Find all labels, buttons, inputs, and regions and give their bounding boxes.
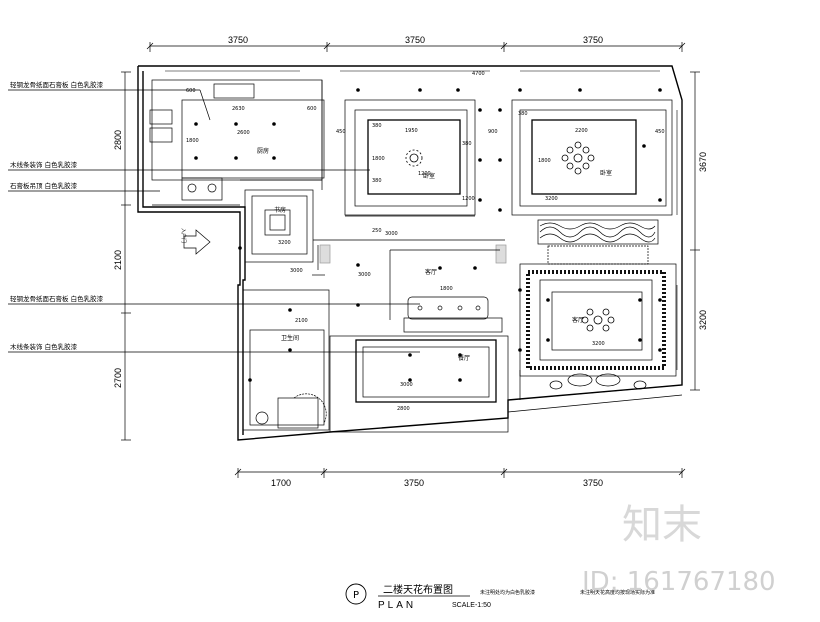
dim-b2-1800: 1800 (538, 158, 551, 164)
dim-right-1: 3670 (698, 152, 708, 172)
room-living: 客厅 (572, 316, 584, 324)
room-hall: 客厅 (425, 268, 437, 276)
watermark-id: ID: 161767180 (582, 567, 776, 597)
room-bath: 卫生间 (281, 334, 299, 342)
dim-k-2630: 2630 (232, 106, 245, 112)
room-bedroom1: 卧室 (423, 172, 435, 180)
bedroom2-outer (511, 99, 673, 216)
dim-h-3000: 3000 (358, 272, 371, 278)
dim-k-600b: 600 (307, 106, 317, 112)
light-markers (194, 88, 662, 382)
callout-4: 轻钢龙骨纸面石膏板 白色乳胶漆 (10, 294, 104, 303)
dim-left-3: 2700 (113, 368, 123, 388)
chandeliers (405, 141, 615, 332)
dim-din-3000: 3000 (400, 382, 413, 388)
dim-b1-450: 450 (336, 129, 346, 135)
sofa (407, 296, 489, 320)
entry-arrow (183, 229, 211, 255)
dim-b1-1200: 1200 (418, 171, 431, 177)
room-kitchen: 厨房 (257, 147, 269, 155)
dim-top-2: 3750 (405, 35, 425, 45)
title-symbol: P (353, 590, 359, 601)
watermark-brand: 知末 (622, 502, 702, 548)
dim-k-1800: 1800 (186, 138, 199, 144)
dim-b1-380c: 380 (372, 178, 382, 184)
dim-left-1: 2800 (113, 130, 123, 150)
dim-din-4700: 4700 (472, 71, 485, 77)
dim-c-3000: 3000 (290, 268, 303, 274)
callout-5: 木线条装饰 白色乳胶漆 (10, 342, 78, 351)
dim-b1-380a: 380 (372, 123, 382, 129)
title-scale: SCALE-1:50 (452, 602, 491, 609)
title-plan: PLAN (378, 600, 416, 611)
dim-h-1800: 1800 (440, 286, 453, 292)
dim-b1-1200b: 1200 (462, 196, 475, 202)
dim-bottom-1: 1700 (271, 478, 291, 488)
dim-b1-380b: 380 (462, 141, 472, 147)
dim-c-3200: 3200 (278, 240, 291, 246)
dim-k-600: 600 (186, 88, 196, 94)
callout-3: 石膏板吊顶 白色乳胶漆 (10, 181, 78, 190)
dim-liv-3200: 3200 (592, 341, 605, 347)
dim-din-2800: 2800 (397, 406, 410, 412)
dim-b2-3200: 3200 (545, 196, 558, 202)
dim-k-2600: 2600 (237, 130, 250, 136)
hall-room (244, 189, 314, 263)
callout-2: 木线条装饰 白色乳胶漆 (10, 160, 78, 169)
dim-b2-2200: 2200 (575, 128, 588, 134)
bedroom1-outer (344, 99, 476, 216)
dim-b1-1800: 1800 (372, 156, 385, 162)
dim-right-2: 3200 (698, 310, 708, 330)
dim-b2-900: 900 (488, 129, 498, 135)
dim-bath-2100: 2100 (295, 318, 308, 324)
title-symbol-circle (345, 583, 367, 605)
dim-b2-380: 380 (518, 111, 528, 117)
callout-leaders (8, 89, 420, 353)
callout-1: 轻钢龙骨纸面石膏板 白色乳胶漆 (10, 80, 104, 89)
bathroom-outline (242, 289, 330, 431)
dim-top-3: 3750 (583, 35, 603, 45)
dim-b1-1950: 1950 (405, 128, 418, 134)
wood-panel (537, 219, 659, 245)
dim-h-3000b: 3000 (385, 231, 398, 237)
dim-bottom-2: 3750 (404, 478, 424, 488)
entry-label: 入户门 (180, 228, 187, 243)
dim-b2-450: 450 (655, 129, 665, 135)
dim-left-2: 2100 (113, 250, 123, 270)
dim-bottom-3: 3750 (583, 478, 603, 488)
dim-top-1: 3750 (228, 35, 248, 45)
title-note2: 未注明天花高度均按现场实际为准 (580, 589, 655, 596)
title-note1: 未注明处均为白色乳胶漆 (480, 589, 535, 596)
dim-h-250: 250 (372, 228, 382, 234)
title-main: 二楼天花布置图 (383, 583, 453, 596)
room-dining: 餐厅 (458, 354, 470, 362)
room-study: 书房 (274, 206, 286, 214)
dining-outline (329, 335, 509, 433)
room-bedroom2: 卧室 (600, 169, 612, 177)
